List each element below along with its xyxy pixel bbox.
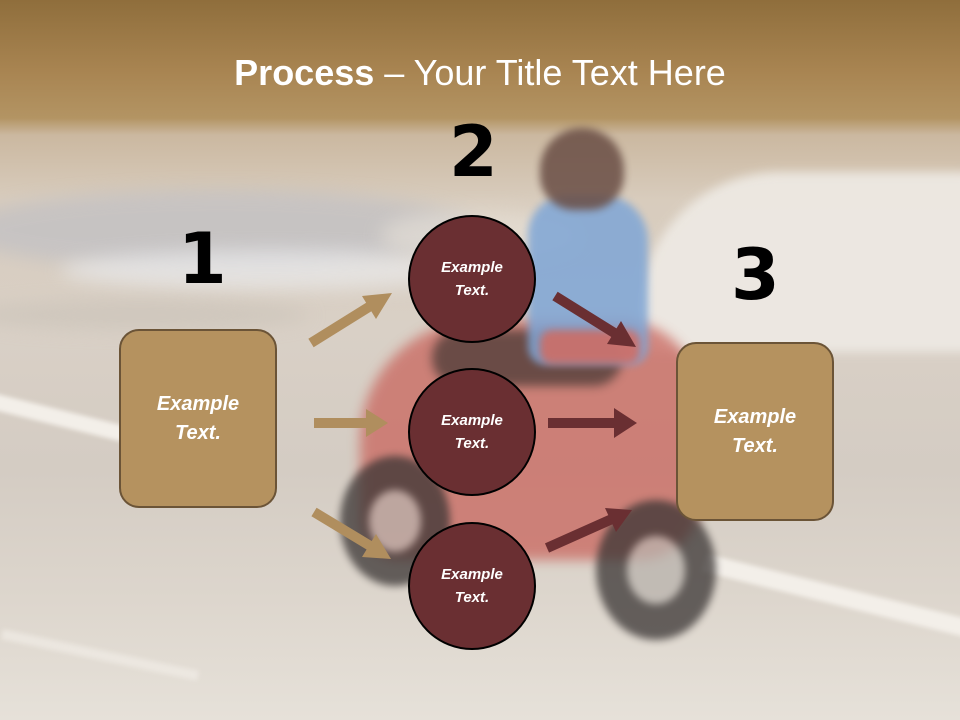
step-number-3: 3 (731, 234, 780, 316)
step-number-1: 1 (178, 218, 227, 300)
right-box-text: Example Text. (713, 405, 797, 457)
arrow-left-up (308, 293, 392, 348)
circle-bottom-text: Example Text. (441, 566, 503, 606)
title-rest: – Your Title Text Here (374, 52, 726, 93)
arrow-right-up (544, 508, 632, 553)
circle-top-text: Example Text. (441, 259, 503, 299)
circle-bottom[interactable]: Example Text. (408, 522, 536, 650)
arrow-left-down (311, 507, 391, 559)
left-box-text: Example Text. (156, 392, 240, 444)
arrow-right-middle (548, 408, 637, 438)
slide-title: Process – Your Title Text Here (0, 52, 960, 94)
circle-middle[interactable]: Example Text. (408, 368, 536, 496)
title-bold: Process (234, 52, 375, 93)
step-number-2: 2 (449, 111, 498, 193)
left-text-box[interactable]: Example Text. (119, 329, 277, 508)
right-text-box[interactable]: Example Text. (676, 342, 834, 521)
arrow-right-down (552, 291, 636, 347)
circle-middle-text: Example Text. (441, 412, 503, 452)
circle-top[interactable]: Example Text. (408, 215, 536, 343)
arrow-left-middle (314, 409, 388, 437)
